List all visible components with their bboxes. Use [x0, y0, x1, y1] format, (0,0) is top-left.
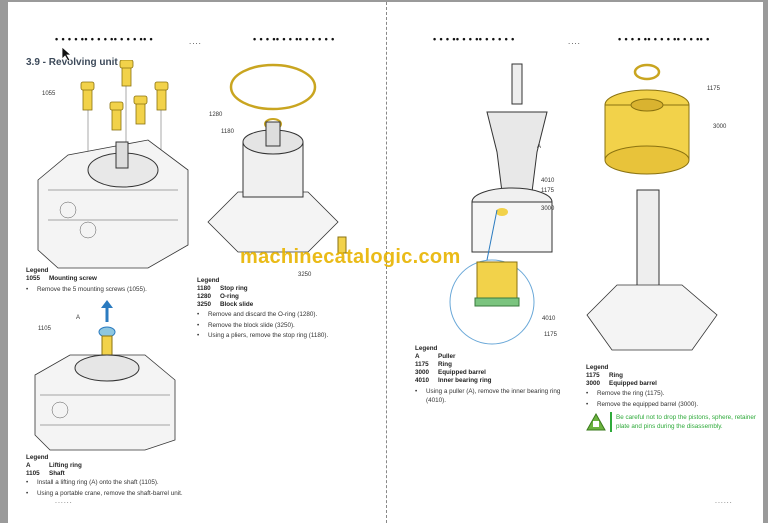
legend-label: Equipped barrel — [438, 369, 486, 376]
warning-text: Be careful not to drop the pistons, sphe… — [616, 414, 757, 430]
instructions-5: Remove the ring (1175). Remove the equip… — [586, 390, 756, 411]
legend-label: Inner bearing ring — [438, 377, 492, 384]
legend-code: 4010 — [415, 377, 430, 384]
right-page: • • • •• • • •• • • • • • .... • • • • •… — [386, 2, 763, 523]
legend-row: 4010 Inner bearing ring — [415, 377, 492, 385]
legend-label: Lifting ring — [49, 462, 82, 469]
instructions-3: Install a lifting ring (A) onto the shaf… — [26, 479, 266, 500]
callout-a-right: A — [537, 144, 542, 150]
legend-row: 3250 Block slide — [197, 301, 253, 309]
legend-row: A Puller — [415, 353, 492, 361]
instructions-4: Using a puller (A), remove the inner bea… — [415, 388, 565, 407]
section-title: 3.9 - Revolving unit — [26, 57, 118, 68]
callout-1105: 1105 — [38, 326, 51, 332]
instruction: Remove the ring (1175). — [586, 390, 756, 399]
legend-title: Legend — [197, 277, 220, 284]
warning-bar — [610, 412, 612, 432]
legend-code: 1175 — [586, 372, 600, 379]
legend-title: Legend — [415, 345, 438, 352]
equipped-barrel-illustration — [586, 63, 718, 351]
callout-1175-top: 1175 — [541, 188, 554, 194]
warning-hand-icon — [586, 413, 606, 431]
callout-1055: 1055 — [42, 91, 56, 97]
legend-4: Legend A Puller 1175 Ring 3000 Equipped bar… — [415, 345, 492, 385]
legend-row: 3000 Equipped barrel — [586, 380, 657, 388]
legend-code: 3000 — [586, 380, 601, 387]
legend-row: 1180 Stop ring — [197, 285, 253, 293]
lifting-ring-illustration — [34, 300, 176, 451]
callout-1175-bottom: 1175 — [544, 332, 557, 338]
instruction: Remove the equipped barrel (3000). — [586, 401, 756, 410]
legend-code: A — [26, 462, 31, 469]
legend-code: 1180 — [197, 285, 211, 292]
legend-code: 1055 — [26, 275, 41, 282]
instruction: Remove and discard the O-ring (1280). — [197, 311, 382, 320]
header-dots: • • • •• • • •• • • • • • — [433, 34, 515, 44]
legend-row: 1175 Ring — [586, 372, 657, 380]
legend-3: Legend A Lifting ring 1105 Shaft — [26, 454, 82, 478]
legend-label: Stop ring — [220, 285, 248, 292]
header-mid: .... — [189, 37, 202, 46]
puller-illustration — [449, 63, 553, 345]
legend-label: Mounting screw — [49, 275, 97, 282]
callout-3250: 3250 — [298, 272, 312, 278]
legend-code: 3250 — [197, 301, 212, 308]
header-dots-right: • • • • •• • • • •• • • •• • — [618, 34, 710, 44]
legend-title: Legend — [26, 267, 49, 274]
legend-code: 1280 — [197, 293, 212, 300]
callout-1175-right: 1175 — [707, 86, 720, 92]
legend-row: 1105 Shaft — [26, 470, 82, 478]
watermark: machinecatalogic.com — [240, 246, 461, 268]
legend-row: A Lifting ring — [26, 462, 82, 470]
legend-title: Legend — [26, 454, 49, 461]
callout-1280: 1280 — [209, 112, 223, 118]
callout-3000-right: 3000 — [713, 124, 727, 130]
legend-label: Equipped barrel — [609, 380, 657, 387]
legend-code: A — [415, 353, 420, 360]
legend-row: 1055 Mounting screw — [26, 275, 97, 283]
legend-1: Legend 1055 Mounting screw — [26, 267, 97, 283]
header-dots: • • • • •• • • • •• • • • •• • — [55, 34, 154, 44]
instruction: Remove the block slide (3250). — [197, 322, 382, 331]
legend-label: Ring — [438, 361, 452, 368]
legend-row: 1175 Ring — [415, 361, 492, 369]
instruction: Using a pliers, remove the stop ring (11… — [197, 332, 382, 341]
callout-1180: 1180 — [221, 129, 234, 135]
instruction: Remove the 5 mounting screws (1055). — [26, 286, 206, 295]
motor-screws-illustration — [37, 60, 189, 269]
legend-5: Legend 1175 Ring 3000 Equipped barrel — [586, 364, 657, 388]
stop-ring-illustration — [207, 63, 347, 254]
legend-code: 1175 — [415, 361, 429, 368]
footer-left: ...... — [55, 498, 73, 505]
legend-row: 3000 Equipped barrel — [415, 369, 492, 377]
callout-3000-top: 3000 — [541, 206, 555, 212]
legend-label: Puller — [438, 353, 456, 360]
warning-note: Be careful not to drop the pistons, sphe… — [586, 412, 756, 432]
callout-4010-top: 4010 — [541, 178, 555, 184]
footer-right: ...... — [715, 498, 733, 505]
callout-4010-bottom: 4010 — [542, 316, 556, 322]
legend-code: 1105 — [26, 470, 40, 477]
instruction: Using a puller (A), remove the inner bea… — [415, 388, 565, 405]
instructions-1: Remove the 5 mounting screws (1055). — [26, 286, 206, 297]
instruction: Install a lifting ring (A) onto the shaf… — [26, 479, 266, 488]
legend-label: Block slide — [220, 301, 254, 308]
legend-label: Shaft — [49, 470, 65, 477]
instructions-2: Remove and discard the O-ring (1280). Re… — [197, 311, 382, 343]
legend-2: Legend 1180 Stop ring 1280 O-ring 3250 Bloc… — [197, 277, 253, 309]
header-dots-right: • • • •• • • •• • • • • • — [253, 34, 335, 44]
left-page: • • • • •• • • • •• • • • •• • .... • • … — [8, 2, 386, 523]
legend-row: 1280 O-ring — [197, 293, 253, 301]
legend-code: 3000 — [415, 369, 430, 376]
legend-label: Ring — [609, 372, 623, 379]
header-mid: .... — [568, 37, 581, 46]
legend-title: Legend — [586, 364, 609, 371]
mouse-cursor-icon — [61, 46, 73, 62]
legend-label: O-ring — [220, 293, 239, 300]
instruction: Using a portable crane, remove the shaft… — [26, 490, 266, 499]
callout-a-left: A — [76, 315, 81, 321]
